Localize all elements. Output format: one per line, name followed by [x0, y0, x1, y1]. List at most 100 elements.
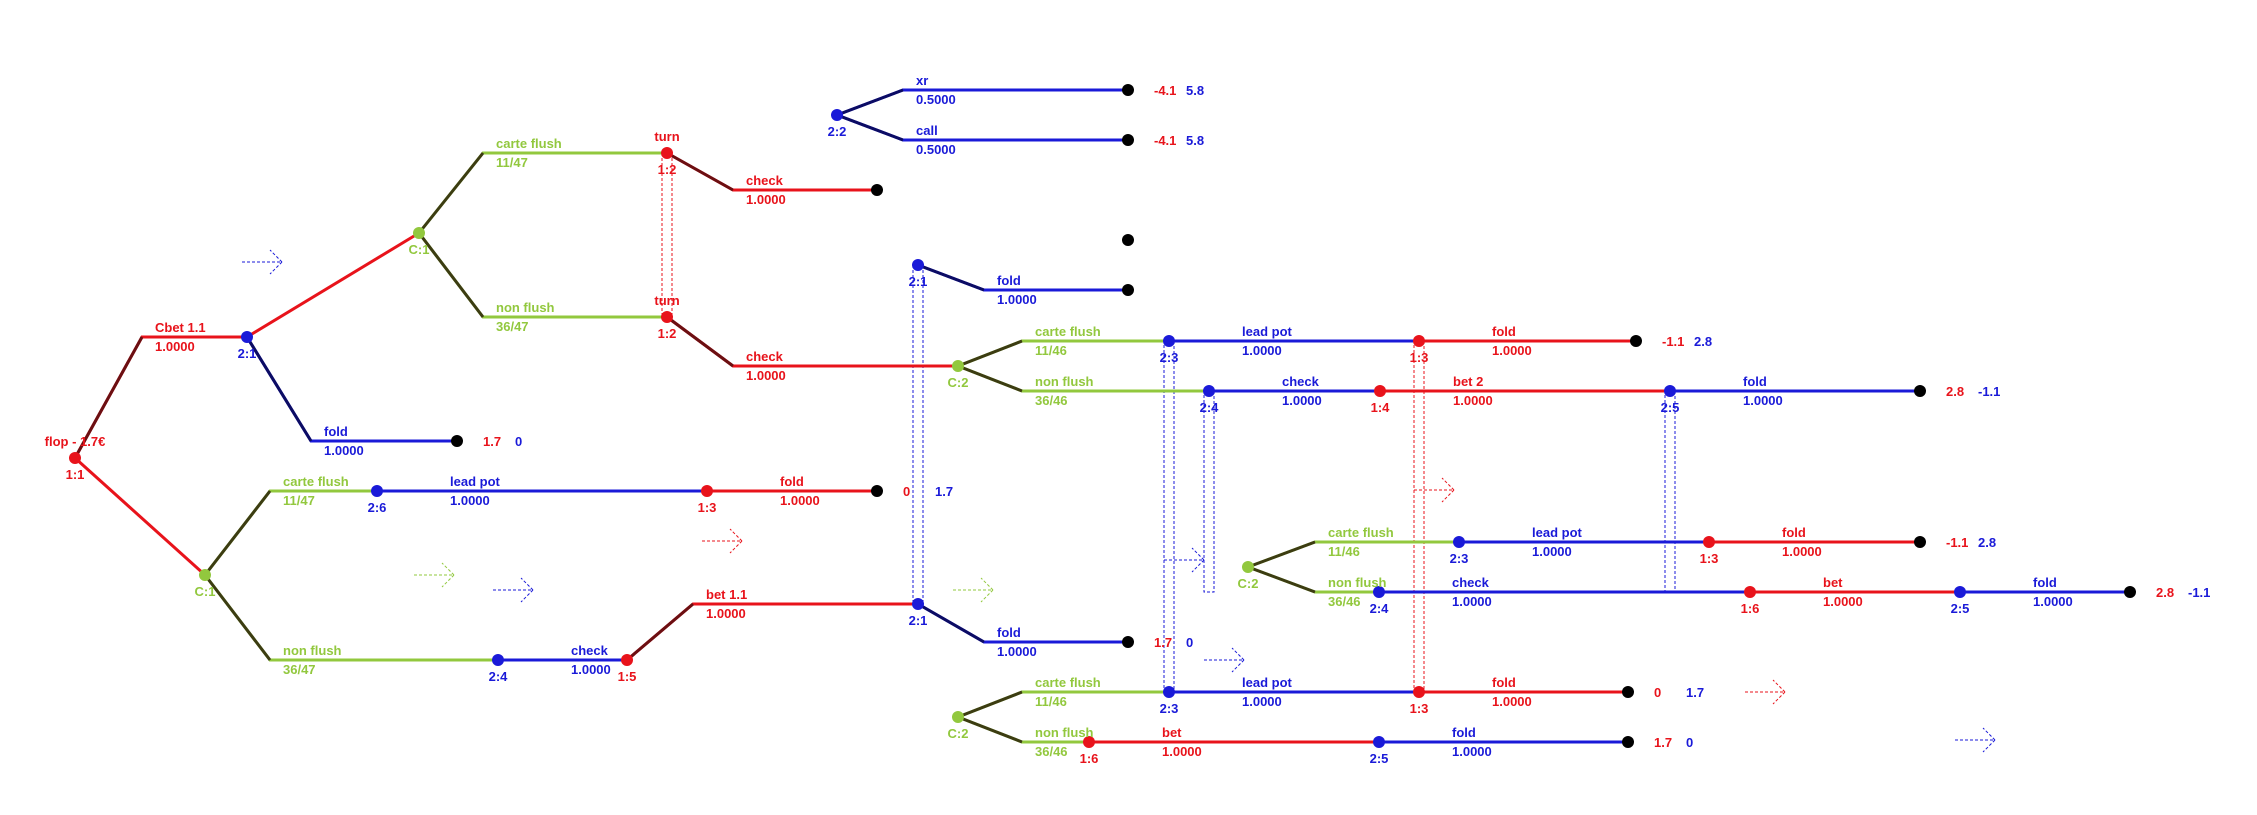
edge-probability-label: 1.0000 [1532, 544, 1572, 559]
edge-probability-label: 1.0000 [1492, 694, 1532, 709]
infoset-arrow-icon [1204, 647, 1246, 673]
edge-probability-label: 1.0000 [706, 606, 746, 621]
tree-edges [73, 88, 2130, 744]
edge-action-label: fold [1782, 525, 1806, 540]
node-id-label: 2:5 [1951, 601, 1970, 616]
payoff-player1: 0 [903, 484, 910, 499]
tree-edge-diagonal [957, 715, 1023, 744]
edge-action-label: carte flush [1035, 675, 1101, 690]
decision-node [701, 485, 713, 497]
edge-probability-label: 1.0000 [1453, 393, 1493, 408]
edge-probability-label: 0.5000 [916, 142, 956, 157]
payoff-player2: 5.8 [1186, 133, 1204, 148]
edge-action-label: Cbet 1.1 [155, 320, 206, 335]
node-id-label: 2:3 [1450, 551, 1469, 566]
decision-node [1453, 536, 1465, 548]
edge-action-label: bet [1162, 725, 1182, 740]
decision-node [912, 598, 924, 610]
decision-node [371, 485, 383, 497]
payoff-player1: -4.1 [1154, 83, 1176, 98]
edge-probability-label: 1.0000 [1452, 744, 1492, 759]
node-id-label: 1:6 [1741, 601, 1760, 616]
infoset-arrow-icon [1745, 679, 1787, 705]
decision-node [1954, 586, 1966, 598]
tree-edge [666, 315, 958, 368]
decision-node [1373, 736, 1385, 748]
infoset-arrow-icon [414, 562, 456, 588]
payoff-player2: -1.1 [2188, 585, 2210, 600]
node-id-label: 1:2 [658, 326, 677, 341]
edge-probability-label: 36/46 [1035, 744, 1068, 759]
edge-action-label: fold [1743, 374, 1767, 389]
information-set-links [242, 152, 1997, 753]
edge-action-label: lead pot [1532, 525, 1583, 540]
node-id-label: 2:4 [1200, 400, 1220, 415]
tree-edge-diagonal [203, 490, 272, 576]
payoff-player2: 0 [1686, 735, 1693, 750]
edge-probability-label: 11/46 [1035, 694, 1067, 709]
terminal-node [1122, 134, 1134, 146]
edge-probability-label: 1.0000 [2033, 594, 2073, 609]
terminal-node [1914, 385, 1926, 397]
node-id-label: 1:3 [1410, 701, 1429, 716]
edge-probability-label: 1.0000 [1242, 694, 1282, 709]
node-id-label: C:2 [1238, 576, 1259, 591]
terminal-node [2124, 586, 2136, 598]
node-id-label: 1:3 [1410, 350, 1429, 365]
terminal-node [1122, 636, 1134, 648]
edge-probability-label: 1.0000 [1782, 544, 1822, 559]
node-id-label: 2:6 [368, 500, 387, 515]
tree-edge [417, 151, 667, 234]
edge-action-label: non flush [496, 300, 555, 315]
edge-action-label: check [746, 173, 784, 188]
tree-edge-diagonal [1247, 540, 1316, 569]
edge-probability-label: 1.0000 [746, 368, 786, 383]
terminal-node [1914, 536, 1926, 548]
payoff-player2: 2.8 [1978, 535, 1996, 550]
tree-edge-diagonal [417, 232, 485, 318]
node-id-label: 2:4 [489, 669, 509, 684]
decision-node [912, 259, 924, 271]
decision-node [1703, 536, 1715, 548]
decision-node [241, 331, 253, 343]
tree-edge-diagonal [245, 336, 313, 442]
edge-probability-label: 1.0000 [450, 493, 490, 508]
node-id-label: 2:1 [238, 346, 257, 361]
edge-action-label: lead pot [1242, 675, 1293, 690]
edge-probability-label: 1.0000 [324, 443, 364, 458]
edge-action-label: fold [780, 474, 804, 489]
tree-edge-diagonal [1247, 565, 1316, 594]
node-id-label: 1:5 [618, 669, 637, 684]
decision-node [492, 654, 504, 666]
edge-action-label: call [916, 123, 938, 138]
edge-action-label: lead pot [1242, 324, 1293, 339]
edge-probability-label: 1.0000 [571, 662, 611, 677]
tree-edge [836, 113, 1128, 142]
tree-edge-diagonal [957, 690, 1023, 719]
decision-node [1242, 561, 1254, 573]
decision-node [952, 360, 964, 372]
edge-action-label: check [571, 643, 609, 658]
node-id-label: 2:1 [909, 274, 928, 289]
edge-probability-label: 1.0000 [1242, 343, 1282, 358]
infoset-link [1413, 340, 1425, 693]
terminal-node [1630, 335, 1642, 347]
node-id-label: 1:3 [1700, 551, 1719, 566]
edge-action-label: non flush [1035, 374, 1094, 389]
tree-edge-diagonal [957, 364, 1023, 393]
infoset-arrow-icon [702, 528, 744, 554]
edge-action-label: fold [1492, 675, 1516, 690]
terminal-node [1122, 234, 1134, 246]
edge-action-label: carte flush [1328, 525, 1394, 540]
node-name-label: flop - 1.7€ [45, 434, 106, 449]
tree-edge [626, 602, 918, 662]
decision-node [1664, 385, 1676, 397]
edge-probability-label: 1.0000 [155, 339, 195, 354]
terminal-node [871, 184, 883, 196]
tree-edge-diagonal [666, 151, 734, 192]
tree-edge-diagonal [836, 113, 904, 142]
node-name-label: turn [654, 293, 679, 308]
decision-node [1163, 686, 1175, 698]
